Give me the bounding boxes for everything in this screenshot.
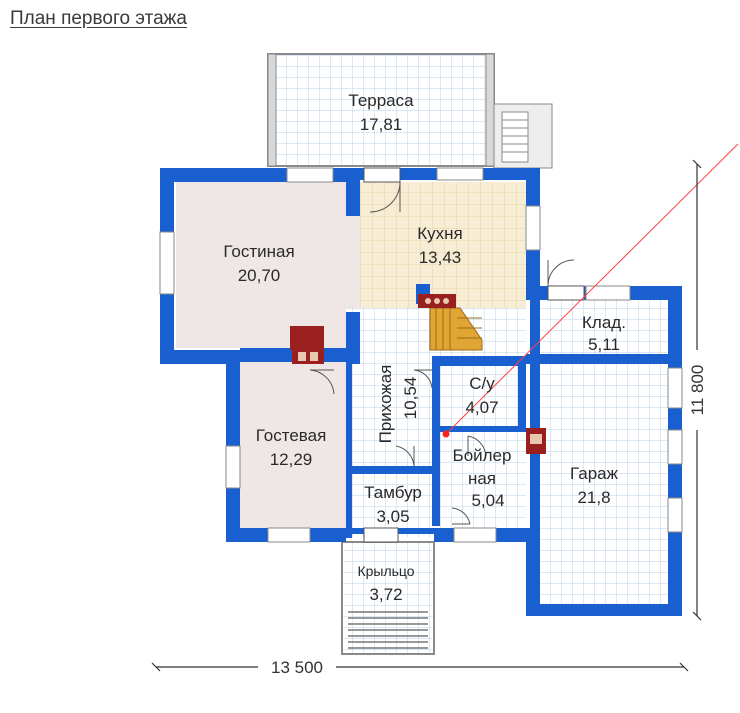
bath-area: 4,07 — [465, 398, 498, 417]
storage-name: Клад. — [582, 313, 626, 332]
doors — [309, 167, 585, 543]
terrace-area: 17,81 — [360, 115, 403, 134]
guest-room — [240, 362, 346, 528]
storage-area: 5,11 — [588, 335, 620, 354]
living-area: 20,70 — [238, 266, 281, 285]
kitchen-area: 13,43 — [419, 248, 462, 267]
porch-area: 3,72 — [369, 585, 402, 604]
garage — [540, 364, 668, 608]
bath-name: С/у — [469, 374, 495, 393]
living-room — [176, 182, 360, 348]
boiler-name-2: ная — [468, 469, 496, 488]
vestibule-name: Тамбур — [364, 483, 422, 502]
terrace — [267, 53, 495, 167]
kitchen — [360, 182, 526, 308]
section-point — [442, 430, 450, 438]
section-line — [445, 143, 739, 435]
hall-name: Прихожая — [376, 365, 395, 444]
porch-name: Крыльцо — [357, 563, 414, 579]
fireplace — [290, 326, 324, 364]
vestibule-area: 3,05 — [376, 507, 409, 526]
guest-area: 12,29 — [270, 450, 313, 469]
boiler-name-1: Бойлер — [453, 446, 512, 465]
porch — [341, 541, 435, 655]
width-dimension-label: 13 500 — [271, 658, 323, 677]
storage-room — [540, 300, 668, 354]
hall-area: 10,54 — [401, 377, 420, 420]
plan-title: План первого этажа — [10, 8, 187, 29]
bathroom — [440, 366, 518, 428]
height-dimension-label: 11 800 — [688, 365, 707, 416]
width-dimension — [151, 662, 689, 672]
garage-name: Гараж — [570, 464, 619, 483]
kitchen-name: Кухня — [417, 224, 463, 243]
kitchen-stove — [418, 294, 456, 308]
boiler-area: 5,04 — [471, 491, 504, 510]
living-name: Гостиная — [223, 242, 294, 261]
windows — [159, 167, 683, 543]
interior-stairs — [429, 307, 483, 351]
terrace-name: Терраса — [348, 91, 414, 110]
garage-area: 21,8 — [577, 488, 610, 507]
terrace-stairs — [493, 103, 553, 169]
guest-name: Гостевая — [256, 426, 327, 445]
height-dimension — [692, 159, 702, 621]
boiler — [526, 428, 546, 454]
